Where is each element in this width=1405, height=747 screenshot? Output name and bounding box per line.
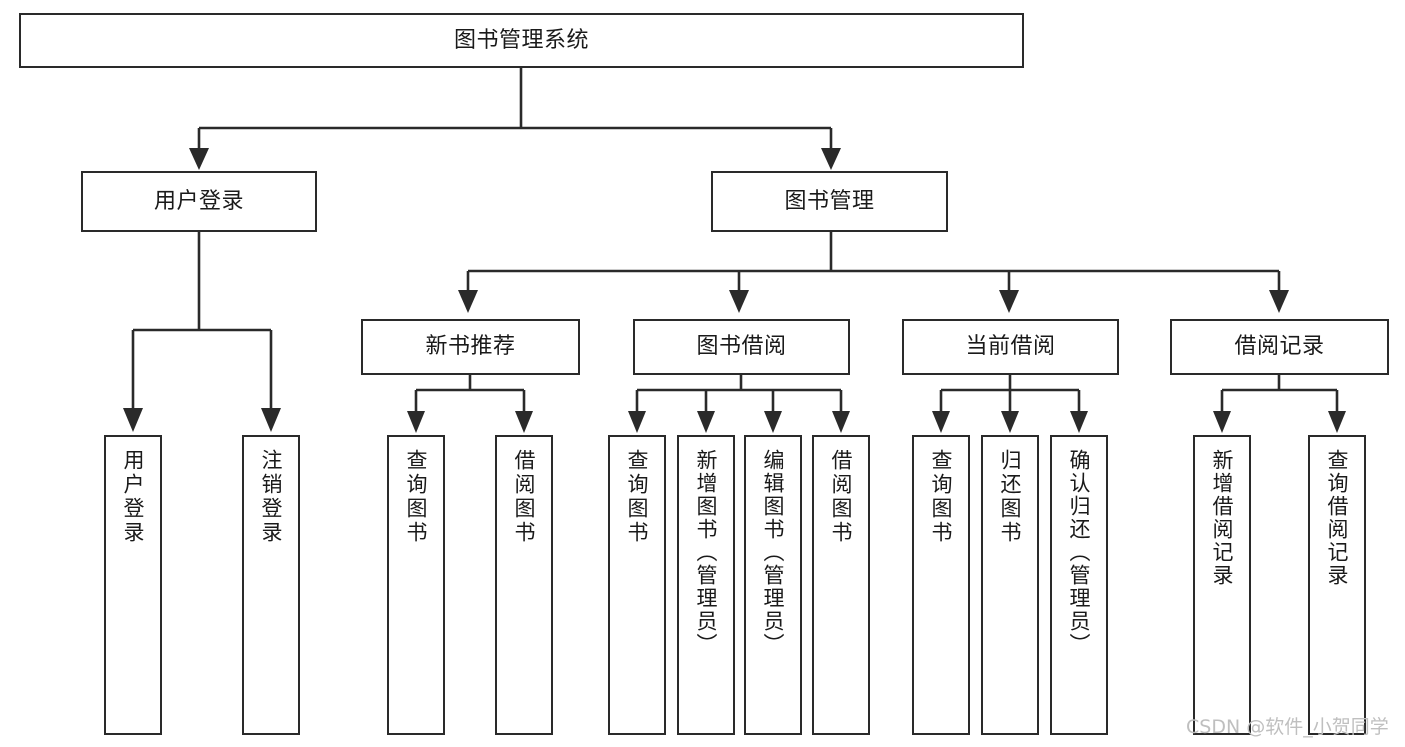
node-borrow-record-label: 借阅记录 xyxy=(1234,334,1325,360)
node-leaf-query-book-3[interactable]: 查询图书 xyxy=(912,435,970,735)
node-leaf-query-book-1[interactable]: 查询图书 xyxy=(387,435,445,735)
node-leaf-confirm-return[interactable]: 确认归还（管理员） xyxy=(1050,435,1108,735)
node-user-login[interactable]: 用户登录 xyxy=(81,171,317,232)
node-leaf-logout[interactable]: 注销登录 xyxy=(242,435,300,735)
node-leaf-add-record-label: 新增借阅记录 xyxy=(1210,449,1235,587)
node-root-label: 图书管理系统 xyxy=(453,27,589,53)
node-leaf-confirm-return-label: 确认归还（管理员） xyxy=(1067,449,1092,656)
node-leaf-query-book-2[interactable]: 查询图书 xyxy=(608,435,666,735)
node-leaf-add-book-label: 新增图书（管理员） xyxy=(694,449,719,656)
node-book-manage[interactable]: 图书管理 xyxy=(711,171,948,232)
node-new-book-recommend-label: 新书推荐 xyxy=(425,334,516,360)
node-leaf-query-record-label: 查询借阅记录 xyxy=(1325,449,1350,587)
node-leaf-edit-book-label: 编辑图书（管理员） xyxy=(761,449,786,656)
node-leaf-query-book-2-label: 查询图书 xyxy=(625,449,650,545)
watermark: CSDN @软件_小贺同学 xyxy=(1186,716,1389,738)
node-leaf-edit-book[interactable]: 编辑图书（管理员） xyxy=(744,435,802,735)
node-leaf-borrow-book-1-label: 借阅图书 xyxy=(512,449,537,545)
node-leaf-logout-label: 注销登录 xyxy=(259,449,284,545)
node-leaf-user-login-label: 用户登录 xyxy=(121,449,146,545)
node-leaf-add-record[interactable]: 新增借阅记录 xyxy=(1193,435,1251,735)
node-leaf-borrow-book-2[interactable]: 借阅图书 xyxy=(812,435,870,735)
node-leaf-query-record[interactable]: 查询借阅记录 xyxy=(1308,435,1366,735)
node-leaf-add-book[interactable]: 新增图书（管理员） xyxy=(677,435,735,735)
node-borrow-record[interactable]: 借阅记录 xyxy=(1170,319,1389,375)
node-leaf-return-book[interactable]: 归还图书 xyxy=(981,435,1039,735)
node-user-login-label: 用户登录 xyxy=(153,188,244,214)
node-leaf-query-book-1-label: 查询图书 xyxy=(404,449,429,545)
node-leaf-borrow-book-1[interactable]: 借阅图书 xyxy=(495,435,553,735)
node-leaf-borrow-book-2-label: 借阅图书 xyxy=(829,449,854,545)
node-root[interactable]: 图书管理系统 xyxy=(19,13,1024,68)
node-book-borrow-label: 图书借阅 xyxy=(696,334,787,360)
node-leaf-user-login[interactable]: 用户登录 xyxy=(104,435,162,735)
node-book-manage-label: 图书管理 xyxy=(784,188,875,214)
node-leaf-query-book-3-label: 查询图书 xyxy=(929,449,954,545)
node-current-borrow[interactable]: 当前借阅 xyxy=(902,319,1119,375)
node-leaf-return-book-label: 归还图书 xyxy=(998,449,1023,545)
node-book-borrow[interactable]: 图书借阅 xyxy=(633,319,850,375)
node-current-borrow-label: 当前借阅 xyxy=(965,334,1056,360)
node-new-book-recommend[interactable]: 新书推荐 xyxy=(361,319,580,375)
